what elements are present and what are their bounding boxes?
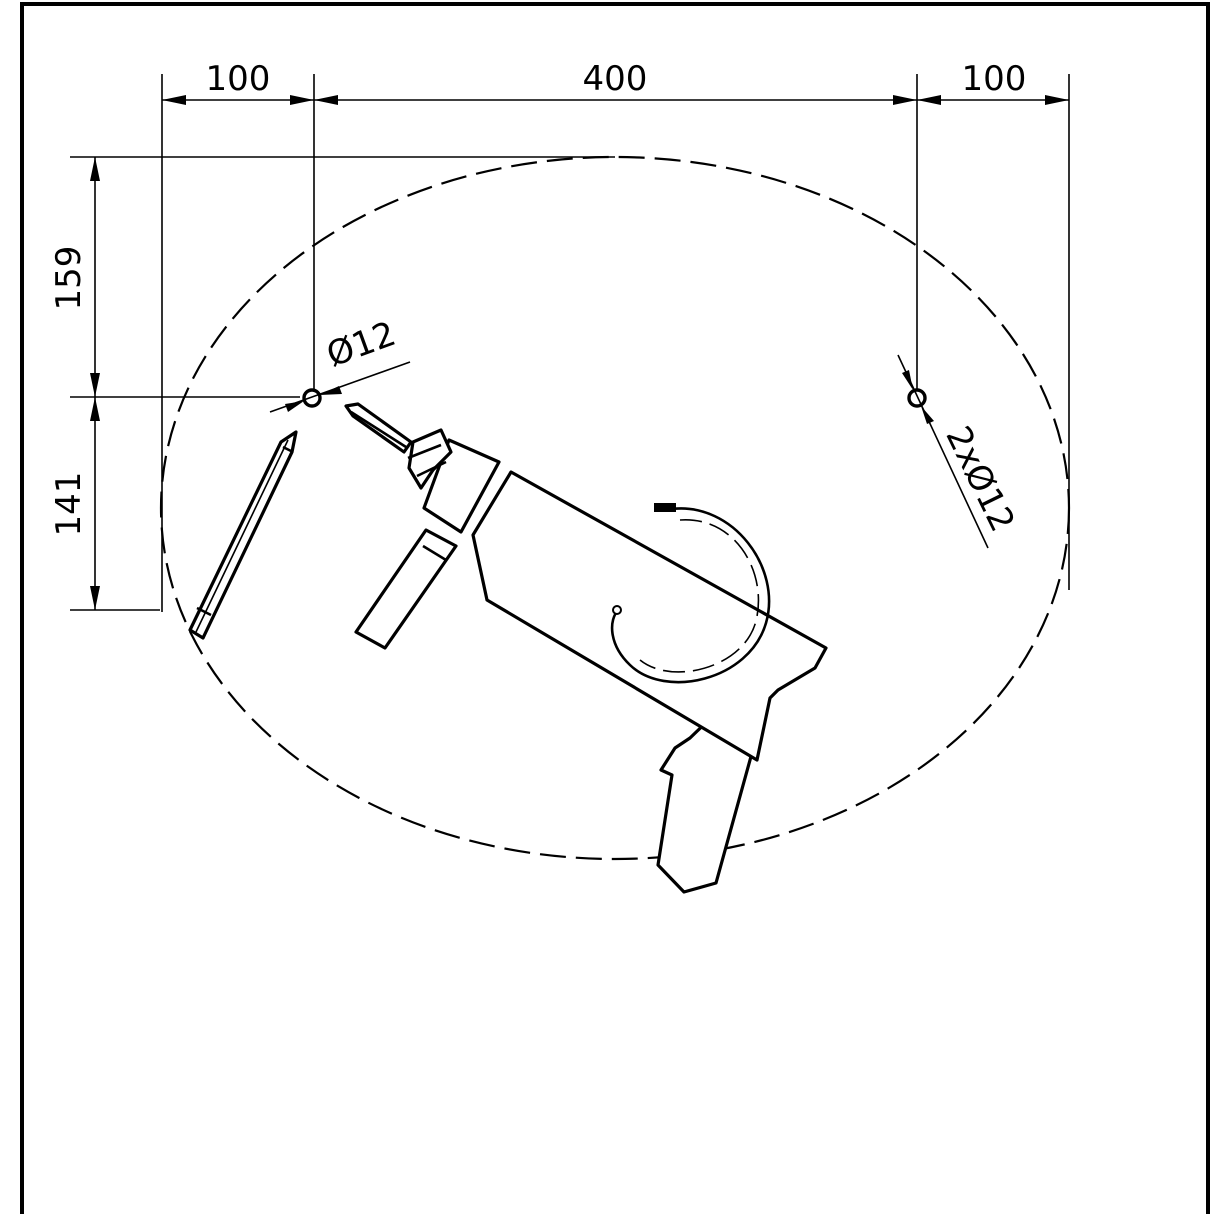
callout-hole-count-diameter: 2xØ12 xyxy=(937,420,1022,538)
drawing-frame xyxy=(20,2,1210,1214)
pencil-icon xyxy=(188,430,298,640)
callout-hole-diameter: Ø12 xyxy=(321,314,400,376)
dim-left-offset: 100 xyxy=(206,59,271,99)
mounting-hole-right xyxy=(907,388,927,408)
vertical-dimensions: 159 141 xyxy=(49,156,615,611)
horizontal-dimensions: 100 400 100 xyxy=(161,59,1070,612)
drill-icon xyxy=(344,402,828,894)
dim-right-offset: 100 xyxy=(962,59,1027,99)
dim-upper-vertical: 159 xyxy=(49,246,89,311)
work-area-circle xyxy=(159,155,1071,861)
dim-hole-spacing: 400 xyxy=(583,59,648,99)
mounting-hole-left xyxy=(302,388,322,408)
dim-lower-vertical: 141 xyxy=(49,472,89,537)
